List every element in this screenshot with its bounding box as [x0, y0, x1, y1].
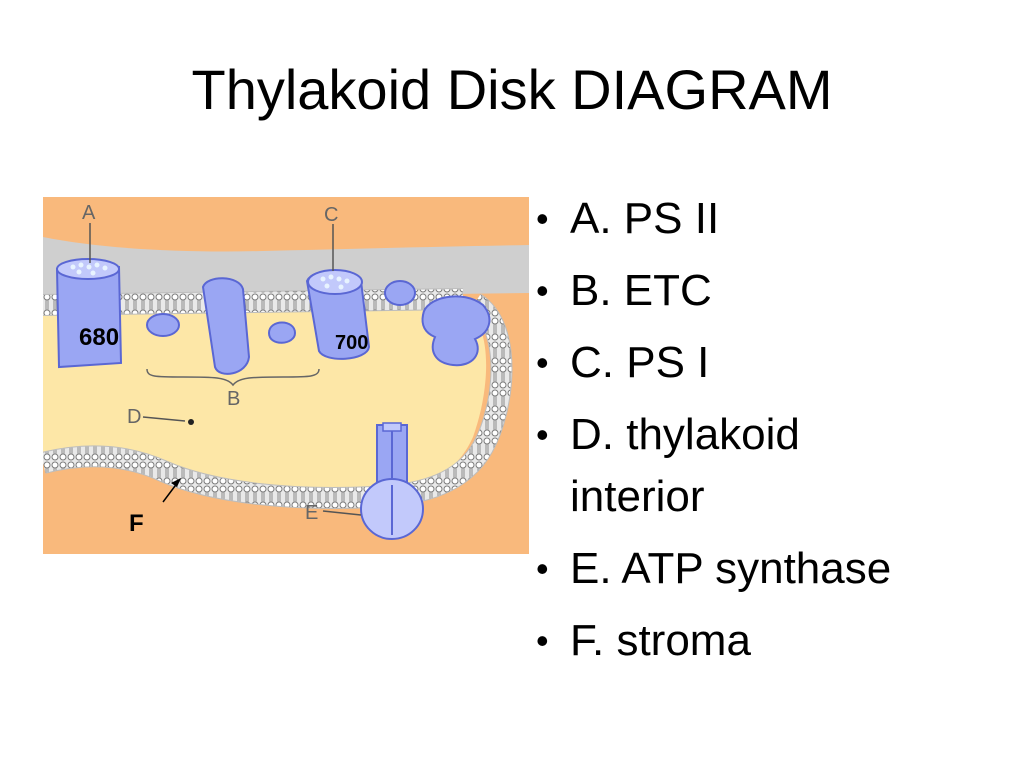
- bullet-icon: •: [536, 198, 549, 239]
- bullet-icon: •: [536, 342, 549, 383]
- bullet-icon: •: [536, 548, 549, 589]
- point-d: [188, 419, 194, 425]
- list-item: •A. PS II: [532, 188, 1012, 250]
- plastoquinone-shape: [146, 313, 180, 337]
- leader-e: [322, 510, 362, 516]
- bullet-icon: •: [536, 270, 549, 311]
- cytochrome-complex: [201, 277, 251, 375]
- bullet-icon: •: [536, 620, 549, 661]
- brace-b: [146, 368, 320, 387]
- ferredoxin-shape: [384, 280, 416, 306]
- letter-c: C: [324, 204, 338, 226]
- list-item: •B. ETC: [532, 260, 1012, 322]
- letter-a: A: [82, 202, 96, 224]
- list-item: •D. thylakoid interior: [532, 404, 900, 528]
- leader-d: [142, 416, 186, 422]
- nadp-reductase-shape: [421, 295, 491, 367]
- thylakoid-interior-region: [43, 307, 487, 491]
- letter-d: D: [127, 406, 141, 428]
- list-item: •F. stroma: [532, 610, 1012, 672]
- thylakoid-diagram: A C B D E 680 700 F: [43, 197, 529, 554]
- letter-e: E: [305, 502, 318, 524]
- list-item: •C. PS I: [532, 332, 1012, 394]
- photosystem-i: [305, 269, 371, 360]
- list-item: •E. ATP synthase: [532, 538, 1012, 600]
- label-f: F: [129, 510, 144, 537]
- bullet-icon: •: [536, 414, 549, 455]
- letter-b: B: [227, 388, 240, 410]
- photosystem-ii: [55, 258, 123, 369]
- legend-list: •A. PS II •B. ETC •C. PS I •D. thylakoid…: [532, 188, 1012, 682]
- label-680: 680: [79, 324, 119, 351]
- plastocyanin-shape: [267, 321, 297, 344]
- arrow-f-head: [171, 478, 181, 487]
- slide-title: Thylakoid Disk DIAGRAM: [191, 58, 833, 121]
- atp-synthase: [360, 422, 424, 540]
- label-700: 700: [335, 332, 368, 354]
